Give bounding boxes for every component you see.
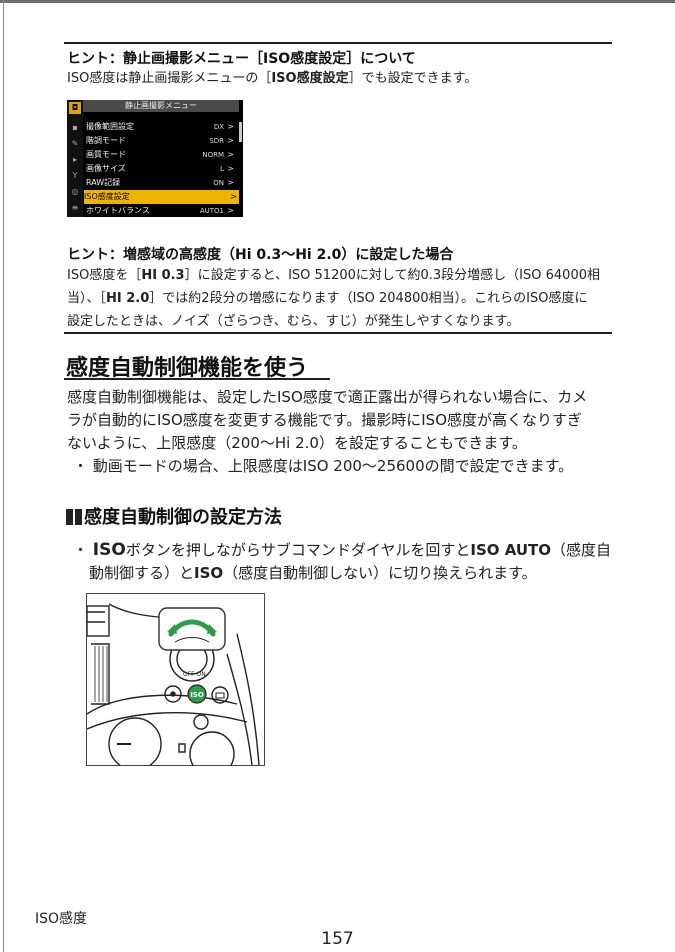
hint1-title: ヒント：静止画撮影メニュー［ISO感度設定］について xyxy=(67,51,416,67)
hint1-top-rule xyxy=(64,42,612,44)
hint2-bottom-rule xyxy=(64,332,612,334)
page-number: 157 xyxy=(321,929,354,949)
hint2-title: ヒント：増感域の高感度（Hi 0.3〜Hi 2.0）に設定した場合 xyxy=(67,247,454,263)
wrench-icon: Y xyxy=(72,171,78,180)
subsection-bullet-line2: 動制御する）とISO（感度自動制御しない）に切り換えられます。 xyxy=(89,564,537,582)
hint1-body: ISO感度は静止画撮影メニューの［ISO感度設定］でも設定できます。 xyxy=(67,71,478,86)
network-icon: ◎ xyxy=(71,187,79,196)
svg-text:OFF ON: OFF ON xyxy=(183,671,206,678)
page-top-border xyxy=(0,0,675,3)
subsection-bullet-line1: ・ ISOボタンを押しながらサブコマンドダイヤルを回すとISO AUTO（感度自 xyxy=(73,540,612,560)
mymenu-icon: ≡ xyxy=(71,203,79,212)
playback-icon: ▸ xyxy=(72,155,77,164)
subsection-title: 感度自動制御の設定方法 xyxy=(66,503,282,529)
hint2-body-line1: ISO感度を［HI 0.3］に設定すると、ISO 51200に対して約0.3段分… xyxy=(67,268,600,283)
heading-mark xyxy=(75,509,82,525)
camera-icon: ◘ xyxy=(69,102,81,114)
svg-text:ISO: ISO xyxy=(190,691,204,699)
heading-mark xyxy=(66,509,73,525)
section-title: 感度自動制御機能を使う xyxy=(66,356,309,381)
footer-section-label: ISO感度 xyxy=(35,911,88,927)
hint2-body-line2: 当）、［HI 2.0］では約2段分の増感になります（ISO 204800相当）。… xyxy=(67,291,588,306)
section-title-underline xyxy=(64,378,330,380)
page-left-border xyxy=(3,0,4,952)
movie-icon: ▪ xyxy=(72,123,78,132)
menu-header: 静止画撮影メニュー xyxy=(83,100,239,112)
pencil-icon: ✎ xyxy=(71,139,79,148)
section-paragraph-line3: ないように、上限感度（200〜Hi 2.0）を設定することもできます。 xyxy=(67,434,527,452)
section-paragraph-line2: ラが自動的にISO感度を変更する機能です。撮影時にISO感度が高くなりすぎ xyxy=(67,411,583,429)
hint2-body-line3: 設定したときは、ノイズ（ざらつき、むら、すじ）が発生しやすくなります。 xyxy=(67,314,520,329)
camera-illustration: ISO OFF ON xyxy=(86,593,265,766)
menu-tab-column: ◘ ▪ ✎ ▸ Y ◎ ≡ xyxy=(67,100,83,217)
menu-row-selected: ISO感度設定> xyxy=(84,190,239,204)
section-bullet: ・ 動画モードの場合、上限感度はISO 200〜25600の間で設定できます。 xyxy=(73,457,574,475)
menu-scrollbar xyxy=(239,122,242,142)
camera-body-drawing: ISO OFF ON xyxy=(87,603,260,765)
section-paragraph-line1: 感度自動制御機能は、設定したISO感度で適正露出が得られない場合に、カメ xyxy=(67,388,588,406)
